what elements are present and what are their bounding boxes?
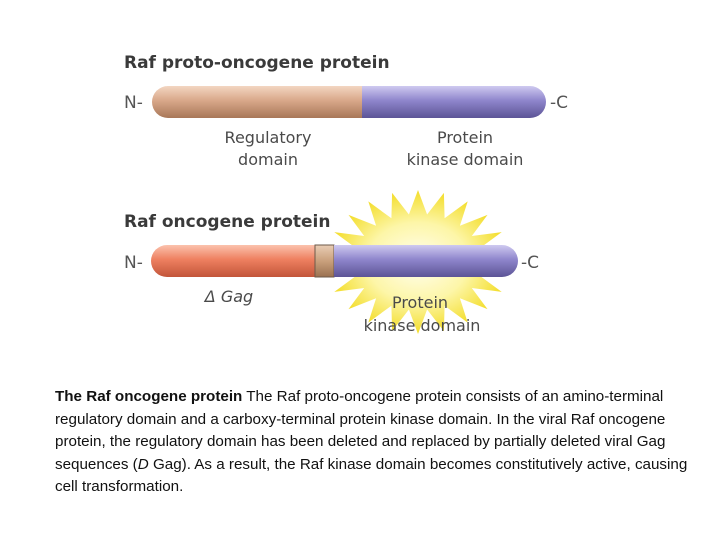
proto-regulatory-domain xyxy=(152,86,362,118)
caption-lead: The Raf oncogene protein xyxy=(55,388,243,405)
caption-italic-d: D xyxy=(137,455,149,473)
oncogene-gag-label: Δ Gag xyxy=(203,287,253,306)
oncogene-kinase-label-line2: kinase domain xyxy=(364,316,481,335)
proto-kinase-label-line2: kinase domain xyxy=(407,150,524,169)
oncogene-gag-domain xyxy=(151,245,315,277)
caption-text-part2: Gag). As a result, the Raf kinase domain… xyxy=(55,455,688,496)
oncogene-junction-segment xyxy=(314,244,335,278)
proto-regulatory-label-line2: domain xyxy=(238,150,298,169)
oncogene-kinase-domain xyxy=(334,245,518,277)
oncogene-n-terminus: N- xyxy=(124,253,143,273)
raf-protein-diagram: Raf proto-oncogene protein N- -C Regulat… xyxy=(124,53,568,335)
proto-kinase-domain xyxy=(362,86,546,118)
proto-kinase-label-line1: Protein xyxy=(437,128,493,147)
caption-text-part1: The Raf proto-oncogene protein consists … xyxy=(55,388,666,473)
proto-n-terminus: N- xyxy=(124,93,143,113)
oncogene-title: Raf oncogene protein xyxy=(124,212,330,232)
oncogene-c-terminus: -C xyxy=(521,253,539,273)
proto-bar xyxy=(152,86,546,118)
figure-caption: The Raf oncogene protein The Raf proto-o… xyxy=(55,386,695,499)
oncogene-bar xyxy=(151,244,518,278)
proto-regulatory-label-line1: Regulatory xyxy=(225,128,312,147)
oncogene-kinase-label-line1: Protein xyxy=(392,293,448,312)
proto-c-terminus: -C xyxy=(550,93,568,113)
proto-title: Raf proto-oncogene protein xyxy=(124,53,390,73)
